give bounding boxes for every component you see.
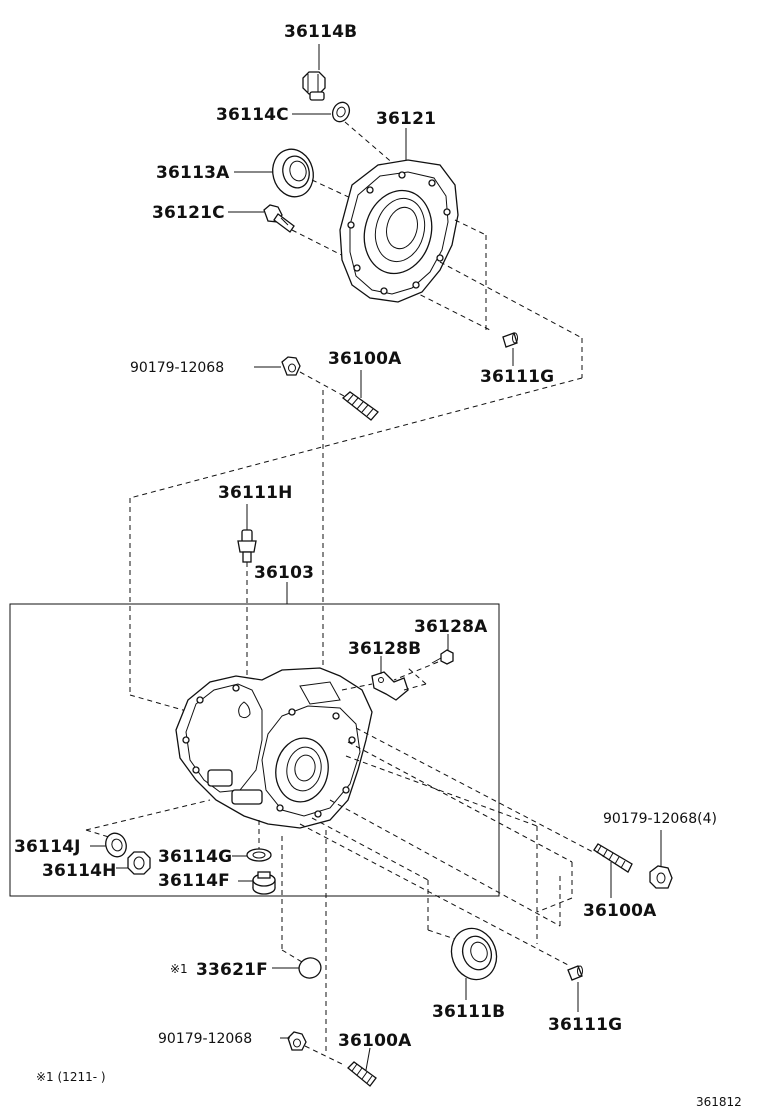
footnote: ※1 (1211- ) [36,1070,106,1084]
part-36111B-seal[interactable] [444,922,503,986]
label-90179-12068-right: 90179-12068(4) [603,811,717,827]
label-36111B: 36111B [432,1002,505,1022]
part-33621F-cap[interactable] [297,955,323,980]
label-36113A: 36113A [156,163,230,183]
assembly-36103-frame [9,603,500,897]
part-36114J-gasket[interactable] [102,830,129,859]
label-36121C: 36121C [152,203,225,223]
part-36114F-plug[interactable] [252,871,276,895]
part-36114B-plug[interactable] [302,71,326,101]
part-36103-transfer-case[interactable] [175,667,373,829]
label-36114C: 36114C [216,105,289,125]
label-36111H: 36111H [218,483,293,503]
part-36100A-stud-right[interactable] [593,843,633,873]
part-36111G-pin-top[interactable] [502,332,518,348]
label-36103: 36103 [254,563,314,583]
part-36113A-seal[interactable] [267,145,318,202]
label-36111G-bottom: 36111G [548,1015,622,1035]
label-36114G: 36114G [158,847,232,867]
leader-36100A-bottom [365,1047,371,1071]
diagram-id: 361812 [696,1095,742,1109]
part-36114C-gasket[interactable] [330,100,353,125]
label-36114B: 36114B [284,22,357,42]
label-90179-12068-bottom: 90179-12068 [158,1031,252,1047]
part-36121-cover[interactable] [339,159,459,303]
label-36100A-right: 36100A [583,901,657,921]
part-36111H-bolt[interactable] [237,529,257,563]
label-90179-12068-top: 90179-12068 [130,360,224,376]
part-90179-12068-nut-bottom[interactable] [287,1031,307,1051]
part-36114G-gasket[interactable] [246,848,272,862]
label-33621F: 33621F [196,960,268,980]
label-36111G-top: 36111G [480,367,554,387]
part-36100A-stud-bottom[interactable] [347,1061,377,1087]
part-36121C-bolt[interactable] [263,204,295,233]
label-36128B: 36128B [348,639,421,659]
part-36114H-plug[interactable] [127,851,151,875]
label-mark-1: ※1 [170,962,188,976]
label-36128A: 36128A [414,617,488,637]
part-90179-12068-nut-top[interactable] [281,356,301,376]
label-36114H: 36114H [42,861,117,881]
label-36114J: 36114J [14,837,81,857]
label-36100A-top: 36100A [328,349,402,369]
part-36128B-bracket[interactable] [371,671,409,701]
label-36114F: 36114F [158,871,230,891]
label-36100A-bottom: 36100A [338,1031,412,1051]
part-36100A-stud-top[interactable] [341,391,379,421]
label-36121: 36121 [376,109,436,129]
part-36128A-bolt[interactable] [431,649,454,665]
part-36111G-pin-bottom[interactable] [567,965,583,981]
part-90179-12068-nut-right[interactable] [649,865,673,889]
